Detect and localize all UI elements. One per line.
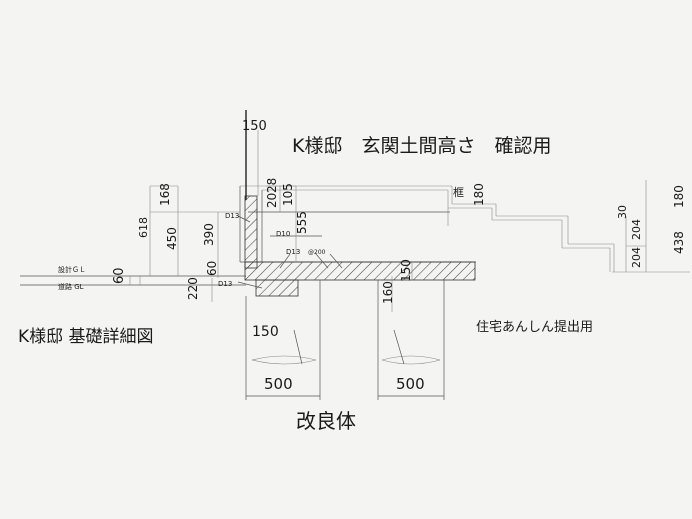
rebar-d10: D10	[276, 230, 290, 238]
dim-30: 30	[616, 205, 629, 219]
dim-204-upper: 204	[630, 219, 643, 240]
dim-60-mid: 60	[205, 261, 219, 276]
dim-450: 450	[165, 227, 179, 250]
dim-500-left: 500	[264, 375, 293, 393]
dim-180-right: 180	[672, 185, 686, 208]
dim-60-left: 60	[112, 267, 127, 284]
dim-618: 618	[137, 217, 150, 238]
dim-150-bottom: 150	[252, 324, 279, 340]
rebar-spacing: @200	[308, 249, 326, 256]
dim-160: 160	[381, 281, 395, 304]
foundation-hatching	[244, 195, 476, 297]
dim-20: 20	[265, 193, 279, 208]
improved-body-label: 改良体	[296, 409, 356, 433]
dim-150-top: 150	[242, 119, 267, 134]
footing-lines	[245, 280, 445, 400]
main-title: K様邸 玄関土間高さ 確認用	[292, 135, 551, 157]
dim-168: 168	[158, 183, 172, 206]
sub-title: K様邸 基礎詳細図	[18, 327, 154, 347]
road-gl-label: 道路 GL	[58, 282, 84, 291]
dim-220: 220	[186, 277, 200, 300]
dim-180-frame: 180	[472, 183, 486, 206]
improved-body-marks	[251, 329, 441, 365]
dim-150-mid: 150	[399, 259, 413, 282]
ground-lines	[20, 275, 246, 286]
dim-500-right: 500	[396, 375, 425, 393]
frame-label: 框	[453, 186, 464, 199]
dim-438: 438	[672, 231, 686, 254]
dim-105: 105	[281, 183, 295, 206]
rebar-leaders	[237, 215, 343, 289]
dim-204-lower: 204	[630, 247, 643, 268]
dim-555: 555	[295, 211, 309, 234]
dim-390: 390	[202, 223, 216, 246]
dim-28: 28	[265, 178, 279, 193]
rebar-d13-middle: D13	[286, 248, 300, 256]
rebar-d13-upper: D13	[225, 212, 239, 220]
design-gl-label: 設計ＧＬ	[58, 265, 86, 274]
dimension-lines	[149, 110, 690, 397]
submission-label: 住宅あんしん提出用	[476, 319, 593, 335]
rebar-d13-lower: D13	[218, 280, 232, 288]
